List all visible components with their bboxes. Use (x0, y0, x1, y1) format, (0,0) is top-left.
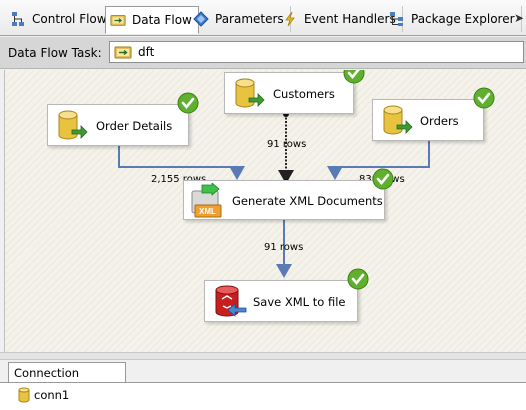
success-check-icon (343, 70, 365, 84)
data-flow-task-value: dft (138, 45, 155, 59)
connection-manager-item[interactable]: conn1 (18, 387, 69, 403)
tab-label: Data Flow (132, 13, 192, 27)
tab-parameters[interactable]: Parameters (189, 6, 291, 32)
flow-row-count-customers: 91 rows (267, 139, 307, 150)
tab-control-flow[interactable]: Control Flow (6, 6, 114, 32)
parameters-icon (193, 11, 209, 27)
database-source-icon (56, 109, 88, 141)
xml-transform-icon: XML (188, 182, 224, 218)
database-source-icon (233, 77, 265, 109)
component-label: Generate XML Documents (232, 194, 383, 208)
data-flow-task-select[interactable]: dft (109, 41, 524, 63)
panel-splitter[interactable] (0, 352, 526, 360)
flow-row-count-order-details: 2,155 rows (151, 174, 207, 185)
flow-path-order-details[interactable] (118, 146, 245, 180)
component-save-xml-to-file[interactable]: Save XML to file (204, 280, 358, 322)
package-explorer-icon (389, 11, 405, 27)
svg-text:XML: XML (199, 207, 216, 216)
component-customers[interactable]: Customers (224, 72, 354, 114)
component-order-details[interactable]: Order Details (47, 104, 189, 146)
tab-event-handlers[interactable]: Event Handlers (278, 6, 403, 32)
flow-path-orders[interactable] (327, 140, 430, 180)
tab-data-flow[interactable]: Data Flow (105, 6, 199, 34)
connection-managers-panel: conn1 (0, 382, 526, 410)
success-check-icon (473, 87, 495, 109)
success-check-icon (177, 92, 199, 114)
tab-label: Parameters (215, 12, 284, 26)
tab-overflow-arrow-icon[interactable]: ➤ (513, 11, 524, 25)
component-orders[interactable]: Orders (372, 99, 484, 141)
data-flow-design-canvas[interactable]: 2,155 rows 91 rows 830 rows 91 rows Cust… (4, 70, 526, 352)
data-flow-task-label: Data Flow Task: (8, 46, 102, 60)
flow-row-count-output: 91 rows (264, 242, 304, 253)
success-check-icon (372, 168, 394, 190)
success-check-icon (347, 268, 369, 290)
data-flow-icon (110, 12, 126, 28)
component-label: Customers (273, 87, 335, 101)
event-handlers-icon (282, 11, 298, 27)
file-destination-icon (213, 284, 247, 317)
tab-label: Event Handlers (304, 12, 396, 26)
component-generate-xml-documents[interactable]: XML Generate XML Documents (183, 180, 385, 220)
tab-label: Control Flow (32, 12, 107, 26)
control-flow-icon (10, 11, 26, 27)
data-flow-task-icon (114, 44, 132, 60)
database-source-icon (381, 104, 413, 136)
data-flow-task-bar: Data Flow Task: dft (0, 37, 526, 69)
connection-cylinder-icon (18, 387, 30, 403)
tab-label: Package Explorer (411, 12, 515, 26)
tab-package-explorer[interactable]: Package Explorer (385, 6, 522, 32)
component-label: Save XML to file (253, 295, 346, 309)
designer-tab-strip: Control Flow Data Flow Parameters Event … (0, 0, 526, 36)
connection-manager-label: conn1 (34, 388, 70, 402)
component-label: Order Details (96, 119, 173, 133)
tab-connection-managers[interactable]: Connection Managers (8, 362, 126, 394)
component-label: Orders (420, 114, 459, 128)
